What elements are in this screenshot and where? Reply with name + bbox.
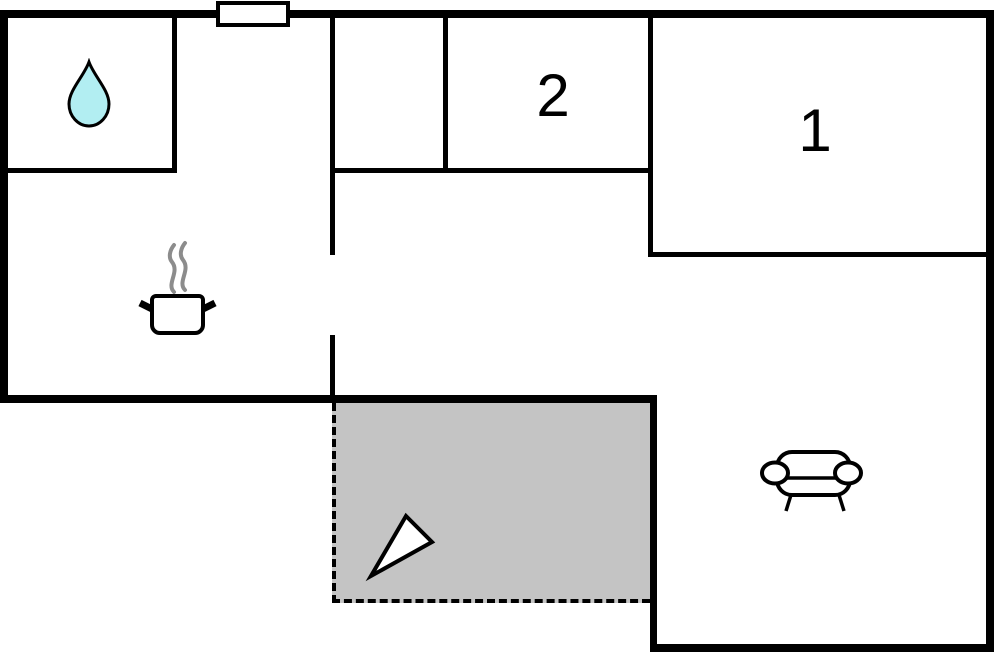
exterior-wall-living-room-bottom <box>650 644 994 652</box>
hallway-wall-upper <box>330 14 335 255</box>
chimney-marker <box>216 1 290 27</box>
sofa-armrest-right <box>833 460 863 486</box>
sofa-leg-left <box>784 494 793 512</box>
exterior-wall-right <box>986 10 994 652</box>
bedroom-1-wall-bottom <box>650 252 994 257</box>
sofa-armrest-left <box>760 460 790 486</box>
exterior-wall-top <box>0 10 994 18</box>
bathroom-wall-bottom <box>0 168 177 173</box>
exterior-wall-terrace-right <box>650 395 657 652</box>
north-arrow-shape <box>365 512 436 582</box>
bathroom-wall-right <box>172 14 177 173</box>
sofa-leg-right <box>837 494 846 512</box>
cooking-pot-icon <box>138 241 217 335</box>
bedroom-1-label: 1 <box>798 97 832 164</box>
bedroom-1-wall-left <box>648 14 653 257</box>
exterior-wall-left <box>0 10 8 403</box>
bedroom-2-label: 2 <box>536 62 570 129</box>
hallway-wall-lower <box>330 335 335 398</box>
exterior-wall-kitchen-bottom <box>0 395 657 403</box>
steam-icon <box>178 241 188 292</box>
sofa-icon <box>760 450 863 512</box>
water-drop-shape <box>67 58 111 128</box>
water-drop-icon <box>67 58 111 128</box>
steam-icon <box>167 243 177 294</box>
north-arrow-icon <box>365 512 436 582</box>
closet-wall-right <box>443 14 448 168</box>
pot-body <box>150 294 205 335</box>
bedrooms-wall-bottom <box>332 168 650 173</box>
